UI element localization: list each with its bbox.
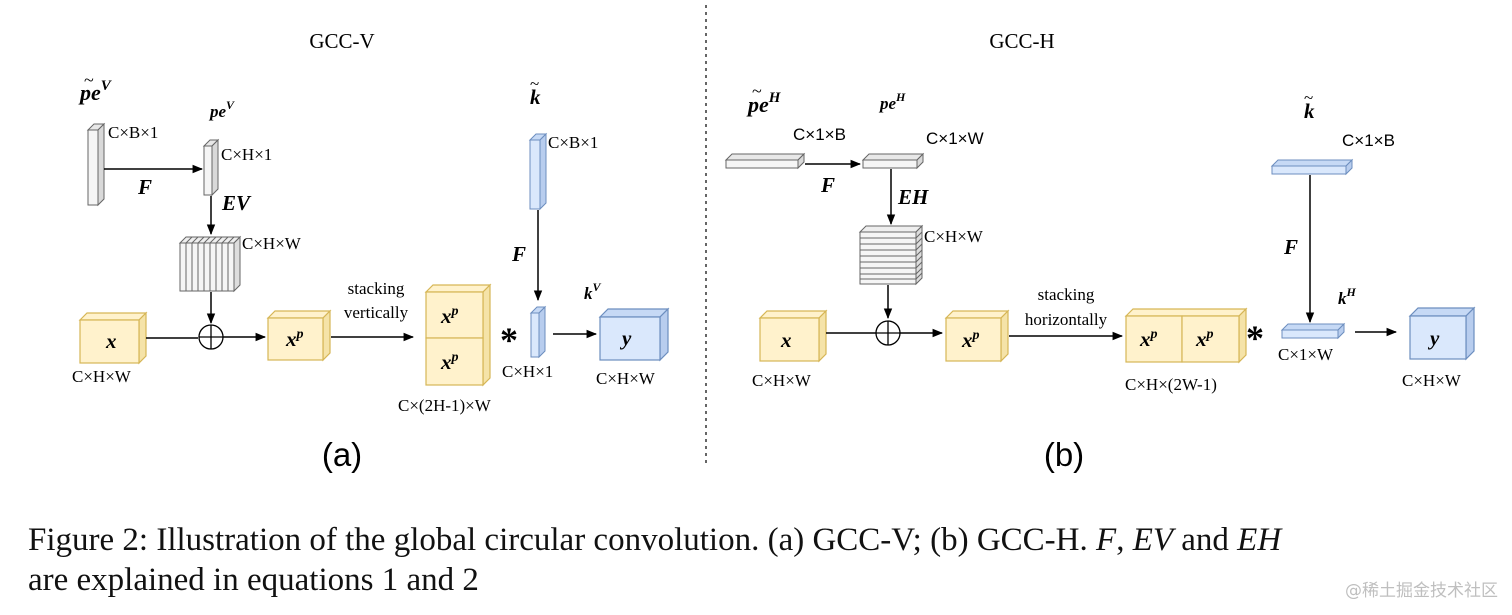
dim-k-h: C×1×W bbox=[1278, 345, 1334, 364]
panel-a-title: GCC-V bbox=[309, 29, 374, 53]
dim-k-tilde-b: C×1×B bbox=[1342, 131, 1395, 150]
dim-y: C×H×W bbox=[596, 369, 656, 388]
pe-tilde-v-bar bbox=[86, 122, 106, 207]
pe-h-label: peH bbox=[878, 90, 906, 113]
pe-h-bar bbox=[861, 152, 925, 170]
ev-stack-cube bbox=[178, 235, 242, 293]
x-cube-b: x bbox=[758, 309, 828, 363]
figure-caption: Figure 2: Illustration of the global cir… bbox=[28, 520, 1498, 600]
caption-and: and bbox=[1181, 522, 1229, 558]
dim-pe-v: C×H×1 bbox=[221, 145, 272, 164]
k-h-bar bbox=[1280, 322, 1346, 340]
dim-pe-tilde-h: C×1×B bbox=[793, 125, 846, 144]
dim-x-b: C×H×W bbox=[752, 371, 812, 390]
xp-cube: xp bbox=[266, 309, 332, 362]
xp-cube-b: xp bbox=[944, 309, 1010, 363]
caption-prefix: Figure 2: Illustration of the global cir… bbox=[28, 522, 1088, 558]
stacking-label-b1: stacking bbox=[1038, 285, 1095, 304]
tilde-mark: ~ bbox=[84, 70, 94, 90]
eh-stack-cube bbox=[858, 224, 924, 286]
dim-stacked-b: C×H×(2W-1) bbox=[1125, 375, 1217, 394]
pe-tilde-v-label: peV bbox=[78, 78, 113, 105]
k-tilde-mark-b: ~ bbox=[1304, 88, 1313, 107]
panel-gcc-v: GCC-V peV ~ peV C×B×1 C×H×1 F EV bbox=[72, 29, 670, 473]
add-operator bbox=[198, 324, 224, 350]
stacked-xp-label-top: xp bbox=[440, 304, 459, 328]
stacking-label-2: vertically bbox=[344, 303, 409, 322]
y-label-b: y bbox=[1427, 326, 1440, 350]
ev-label: EV bbox=[221, 191, 252, 215]
caption-ev: EV bbox=[1132, 522, 1174, 558]
pe-tilde-h-bar bbox=[724, 152, 806, 170]
stacked-xp-cubes-b: xp xp bbox=[1124, 307, 1248, 364]
y-cube: y bbox=[598, 307, 670, 362]
pe-v-label: peV bbox=[208, 98, 235, 121]
y-label: y bbox=[619, 326, 632, 350]
caption-line2: are explained in equations 1 and 2 bbox=[28, 562, 479, 598]
eh-label: EH bbox=[897, 185, 929, 209]
watermark: @稀土掘金技术社区 bbox=[1345, 581, 1498, 601]
stacked-xp-label-right: xp bbox=[1195, 327, 1214, 351]
k-v-bar bbox=[529, 305, 547, 359]
k-f-label: F bbox=[511, 242, 526, 266]
k-tilde-bar bbox=[528, 132, 548, 211]
y-cube-b: y bbox=[1408, 306, 1476, 361]
dim-k-v: C×H×1 bbox=[502, 362, 553, 381]
stacked-xp-label-bottom: xp bbox=[440, 350, 459, 374]
panel-b-sublabel: (b) bbox=[1044, 436, 1084, 473]
k-h-label: kH bbox=[1338, 285, 1357, 308]
dim-ev-stack: C×H×W bbox=[242, 234, 302, 253]
dim-stacked: C×(2H-1)×W bbox=[398, 396, 492, 415]
dim-k-tilde: C×B×1 bbox=[548, 133, 598, 152]
panel-a-sublabel: (a) bbox=[322, 436, 362, 473]
dim-eh-stack: C×H×W bbox=[924, 227, 984, 246]
x-label: x bbox=[105, 329, 117, 353]
conv-operator-b: * bbox=[1246, 318, 1264, 358]
k-tilde-label-b: k bbox=[1304, 99, 1315, 123]
k-tilde-bar-b bbox=[1270, 158, 1354, 176]
conv-operator: * bbox=[500, 320, 518, 360]
xp-label-b: xp bbox=[961, 328, 980, 352]
x-cube: x bbox=[78, 311, 148, 365]
add-operator-b bbox=[875, 320, 901, 346]
dim-pe-tilde-v: C×B×1 bbox=[108, 123, 158, 142]
x-label-b: x bbox=[780, 328, 792, 352]
pe-tilde-h-label: peH bbox=[746, 90, 782, 117]
caption-eh: EH bbox=[1237, 522, 1282, 558]
k-tilde-mark: ~ bbox=[530, 74, 539, 93]
pe-v-bar bbox=[202, 138, 220, 197]
caption-f: F bbox=[1096, 522, 1117, 558]
stacked-xp-label-left: xp bbox=[1139, 327, 1158, 351]
k-tilde-label: k bbox=[530, 85, 541, 109]
dim-pe-h: C×1×W bbox=[926, 129, 984, 148]
caption-sep: , bbox=[1116, 522, 1125, 558]
stacking-label-1: stacking bbox=[348, 279, 405, 298]
stacked-xp-cubes: xp xp bbox=[424, 283, 492, 387]
k-f-label-b: F bbox=[1283, 235, 1298, 259]
panel-b-title: GCC-H bbox=[989, 29, 1054, 53]
dim-y-b: C×H×W bbox=[1402, 371, 1462, 390]
tilde-mark-b: ~ bbox=[752, 81, 762, 101]
f-label: F bbox=[137, 175, 152, 199]
stacking-label-b2: horizontally bbox=[1025, 310, 1108, 329]
xp-label: xp bbox=[285, 327, 304, 351]
panel-gcc-h: GCC-H peH ~ peH C×1×B C×1×W F EH bbox=[724, 29, 1476, 473]
dim-x: C×H×W bbox=[72, 367, 132, 386]
f-label-b: F bbox=[820, 173, 835, 197]
k-v-label: kV bbox=[584, 280, 602, 303]
